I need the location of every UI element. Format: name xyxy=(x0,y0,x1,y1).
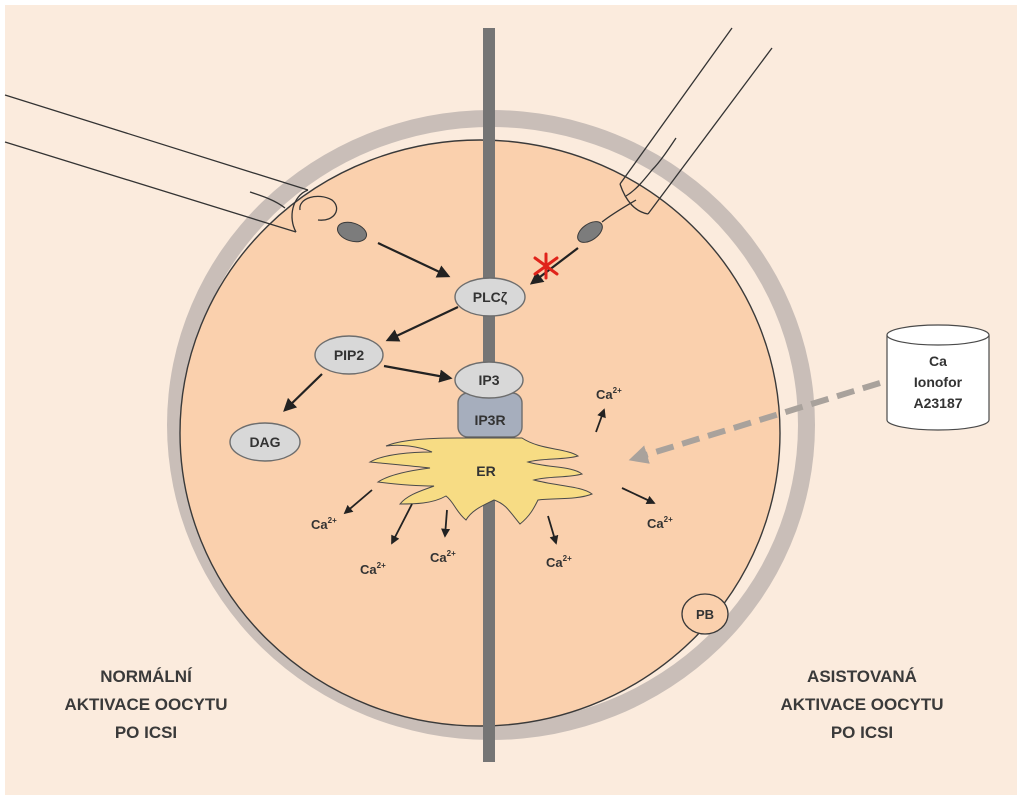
left-pipette xyxy=(4,94,338,233)
label-pip2: PIP2 xyxy=(334,347,365,363)
calcium-arrows xyxy=(343,408,656,545)
ion-charge: 2+ xyxy=(563,554,572,563)
right-caption-line-2: AKTIVACE OOCYTU xyxy=(780,695,943,714)
ion-base: Ca xyxy=(430,550,447,565)
right-caption-line-1: ASISTOVANÁ xyxy=(807,667,917,686)
node-ip3r: IP3R xyxy=(457,392,523,438)
block-mark-icon xyxy=(533,252,559,280)
label-pb: PB xyxy=(696,607,714,622)
right-caption-line-3: PO ICSI xyxy=(831,723,893,742)
ion-base: Ca xyxy=(647,516,664,531)
ionophore-container: Ca Ionofor A23187 xyxy=(886,324,990,431)
calcium-label-4: Ca2+ xyxy=(546,554,572,570)
calcium-label-2: Ca2+ xyxy=(360,561,386,577)
right-caption: ASISTOVANÁ AKTIVACE OOCYTU PO ICSI xyxy=(780,667,943,742)
node-plc: PLCζ xyxy=(454,277,526,317)
endoplasmic-reticulum: ER xyxy=(368,437,593,525)
label-plc: PLCζ xyxy=(473,289,508,305)
arrow-sperm-to-plc xyxy=(377,242,451,278)
right-pipette xyxy=(601,27,773,223)
ion-base: Ca xyxy=(546,555,563,570)
calcium-label-1: Ca2+ xyxy=(311,516,337,532)
right-sperm-head xyxy=(577,221,603,243)
ionophore-line-1: Ca xyxy=(929,353,947,369)
left-caption-line-1: NORMÁLNÍ xyxy=(100,667,193,686)
polar-body: PB xyxy=(681,593,729,635)
calcium-label-3: Ca2+ xyxy=(430,549,456,565)
ion-base: Ca xyxy=(311,517,328,532)
left-caption-line-3: PO ICSI xyxy=(115,723,177,742)
node-dag: DAG xyxy=(229,422,301,462)
calcium-label-5: Ca2+ xyxy=(647,515,673,531)
node-ip3: IP3 xyxy=(454,361,524,399)
ion-charge: 2+ xyxy=(447,549,456,558)
ion-charge: 2+ xyxy=(613,386,622,395)
arrow-plc-to-pip2 xyxy=(385,306,459,342)
ionophore-line-2: Ionofor xyxy=(914,374,963,390)
ionophore-line-3: A23187 xyxy=(913,395,962,411)
node-pip2: PIP2 xyxy=(314,335,384,375)
ion-charge: 2+ xyxy=(377,561,386,570)
arrow-pip2-to-dag xyxy=(283,373,323,412)
arrow-ionophore-dashed xyxy=(628,380,881,464)
ion-base: Ca xyxy=(360,562,377,577)
left-caption: NORMÁLNÍ AKTIVACE OOCYTU PO ICSI xyxy=(64,667,227,742)
calcium-label-6: Ca2+ xyxy=(596,386,622,402)
left-sperm-head xyxy=(336,221,368,243)
label-ip3r: IP3R xyxy=(474,412,505,428)
left-caption-line-2: AKTIVACE OOCYTU xyxy=(64,695,227,714)
ion-charge: 2+ xyxy=(328,516,337,525)
label-er: ER xyxy=(476,463,495,479)
ion-base: Ca xyxy=(596,387,613,402)
arrow-pip2-to-ip3 xyxy=(383,364,453,383)
label-dag: DAG xyxy=(249,434,280,450)
label-ip3: IP3 xyxy=(478,372,499,388)
arrow-blocked-sperm-to-plc xyxy=(529,247,579,285)
ion-charge: 2+ xyxy=(664,515,673,524)
